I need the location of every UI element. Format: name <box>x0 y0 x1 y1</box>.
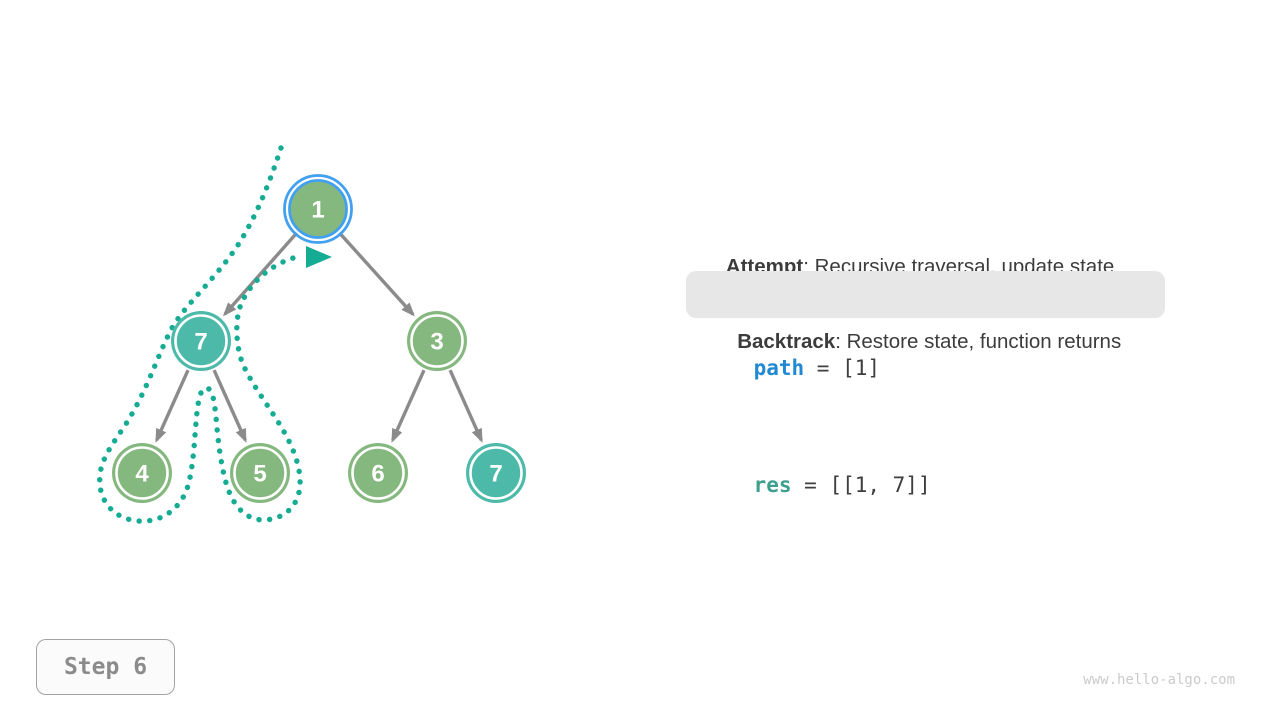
backtrack-note: Backtrack: Restore state, function retur… <box>686 271 1165 353</box>
path-variable-value: = [1] <box>804 356 881 380</box>
tree-node-7-right: 7 <box>466 443 526 503</box>
node-value: 6 <box>371 461 384 488</box>
tree-edges <box>155 231 483 443</box>
backtrack-label: Backtrack <box>737 330 836 353</box>
edge-7-5 <box>212 369 247 443</box>
res-variable: res = [[1, 7]] <box>703 449 931 521</box>
tree-node-4: 4 <box>112 443 172 503</box>
res-variable-name: res <box>753 473 792 497</box>
tree-node-3: 3 <box>407 311 467 371</box>
tree-node-5: 5 <box>230 443 290 503</box>
traversal-trail <box>97 145 305 524</box>
res-variable-value: = [[1, 7]] <box>791 473 931 497</box>
edge-1-7 <box>222 231 299 317</box>
edge-7-4 <box>155 369 190 443</box>
node-value: 3 <box>430 329 443 356</box>
edge-1-3 <box>338 231 415 317</box>
tree-node-7-left: 7 <box>171 311 231 371</box>
step-badge: Step 6 <box>36 639 175 695</box>
node-value: 1 <box>311 197 324 224</box>
edge-3-7 <box>448 369 483 443</box>
edge-3-6 <box>391 369 426 443</box>
node-value: 7 <box>489 461 502 488</box>
watermark: www.hello-algo.com <box>1083 672 1235 688</box>
step-badge-label: Step 6 <box>63 654 148 680</box>
path-variable-name: path <box>753 356 805 380</box>
backtrack-text: : Restore state, function returns <box>835 330 1122 353</box>
tree-node-1: 1 <box>283 174 353 244</box>
node-value: 4 <box>135 461 149 488</box>
trail-return-arrow-icon <box>306 246 332 268</box>
node-value: 5 <box>253 461 266 488</box>
tree-node-6: 6 <box>348 443 408 503</box>
node-value: 7 <box>194 329 207 356</box>
path-variable: path = [1] <box>703 332 880 404</box>
highlight-ring <box>283 174 353 244</box>
